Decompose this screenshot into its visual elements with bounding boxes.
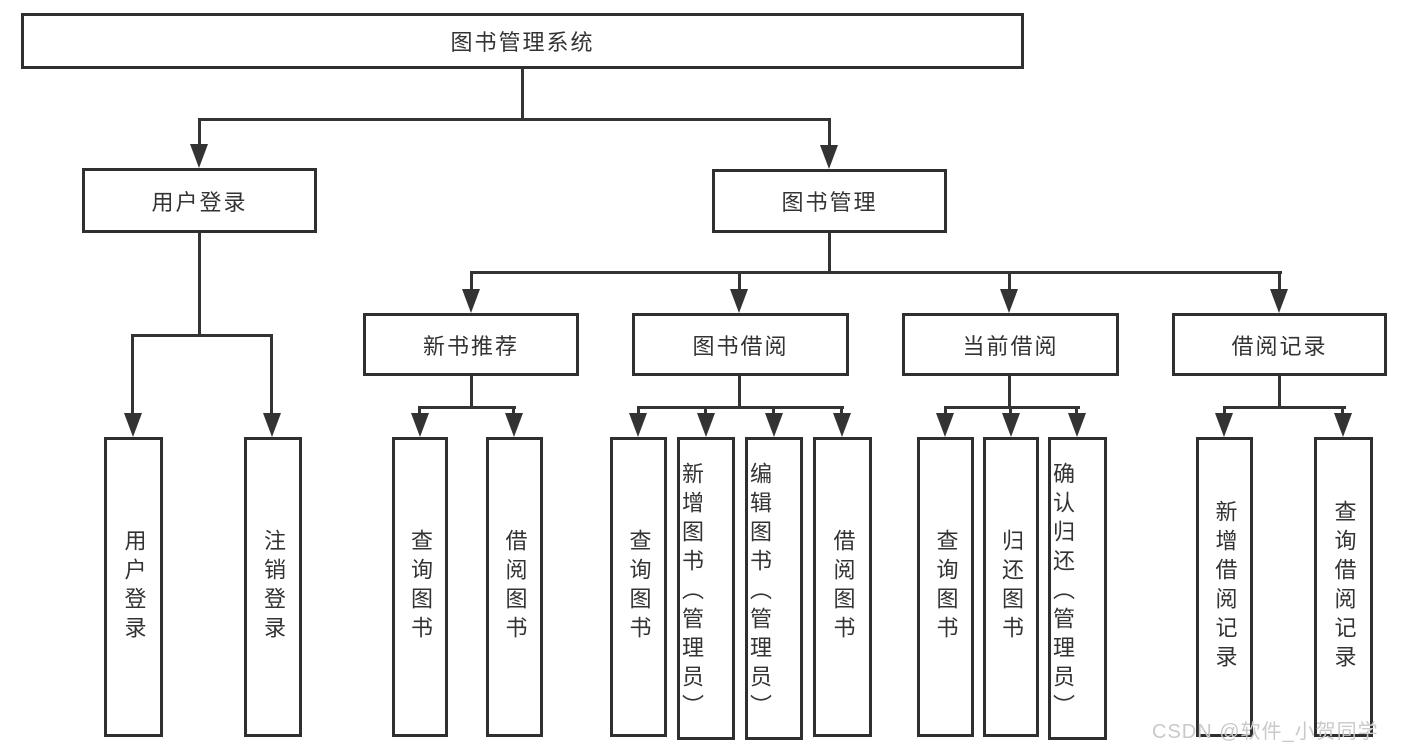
- leaf-edit-books-admin: 编辑图书（管理员）: [745, 437, 803, 740]
- connector-line: [198, 118, 831, 121]
- connector-line: [828, 233, 831, 274]
- leaf-logout: 注销登录: [244, 437, 302, 737]
- leaf-label: 查询借阅记录: [1331, 500, 1357, 674]
- leaf-confirm-return-admin: 确认归还（管理员）: [1048, 437, 1107, 740]
- connector-line: [418, 406, 421, 418]
- leaf-borrow-books: 借阅图书: [486, 437, 543, 737]
- connector-line: [1223, 406, 1226, 418]
- connector-line: [840, 406, 843, 418]
- connector-line: [512, 406, 515, 418]
- arrowhead-icon: [263, 413, 281, 437]
- connector-line: [637, 406, 640, 418]
- arrowhead-icon: [462, 289, 480, 313]
- connector-line: [1341, 406, 1344, 418]
- connector-line: [198, 233, 201, 337]
- leaf-label: 借阅图书: [830, 529, 856, 645]
- arrowhead-icon: [1000, 289, 1018, 313]
- node-label: 用户登录: [151, 189, 248, 215]
- arrowhead-icon: [1068, 413, 1086, 437]
- connector-line: [418, 406, 516, 409]
- leaf-user-login: 用户登录: [104, 437, 163, 737]
- arrowhead-icon: [505, 413, 523, 437]
- connector-line: [270, 334, 273, 416]
- leaf-label: 归还图书: [999, 529, 1024, 645]
- connector-line: [704, 406, 707, 418]
- leaf-add-borrow-record: 新增借阅记录: [1196, 437, 1253, 737]
- node-label: 图书管理: [781, 190, 878, 215]
- leaf-label: 注销登录: [261, 529, 286, 645]
- connector-line: [470, 376, 473, 409]
- arrowhead-icon: [124, 413, 142, 437]
- node-label: 图书借阅: [692, 333, 789, 359]
- connector-line: [1278, 376, 1281, 409]
- connector-line: [131, 334, 134, 416]
- connector-line: [470, 271, 1282, 274]
- leaf-label: 查询图书: [933, 529, 959, 645]
- node-label: 借阅记录: [1231, 333, 1328, 359]
- arrowhead-icon: [1215, 413, 1233, 437]
- leaf-label: 查询图书: [408, 529, 433, 645]
- connector-line: [470, 271, 473, 293]
- leaf-label: 确认归还（管理员）: [1050, 462, 1075, 723]
- connector-line: [1278, 271, 1281, 293]
- connector-line: [944, 406, 1080, 409]
- node-label: 当前借阅: [962, 333, 1059, 359]
- connector-line: [1008, 376, 1011, 409]
- leaf-label: 借阅图书: [502, 529, 528, 645]
- connector-line: [198, 118, 201, 150]
- node-label: 图书管理系统: [450, 30, 595, 55]
- connector-line: [131, 334, 273, 337]
- connector-line: [1075, 406, 1078, 418]
- node-library-management-system: 图书管理系统: [21, 13, 1024, 69]
- connector-line: [772, 406, 775, 418]
- leaf-label: 编辑图书（管理员）: [747, 462, 772, 723]
- arrowhead-icon: [411, 413, 429, 437]
- connector-line: [637, 406, 844, 409]
- leaf-query-books: 查询图书: [610, 437, 667, 737]
- arrowhead-icon: [190, 144, 208, 168]
- connector-line: [1223, 406, 1346, 409]
- node-user-login: 用户登录: [82, 168, 317, 233]
- connector-line: [1008, 271, 1011, 293]
- arrowhead-icon: [765, 413, 783, 437]
- leaf-query-books: 查询图书: [917, 437, 974, 737]
- leaf-label: 查询图书: [626, 529, 652, 645]
- node-new-book-recommendation: 新书推荐: [363, 313, 579, 376]
- arrowhead-icon: [833, 413, 851, 437]
- node-current-borrowing: 当前借阅: [902, 313, 1119, 376]
- leaf-label: 用户登录: [121, 529, 147, 645]
- leaf-query-books: 查询图书: [392, 437, 448, 737]
- csdn-watermark: CSDN @软件_小贺同学: [1152, 721, 1379, 743]
- leaf-return-books: 归还图书: [983, 437, 1039, 737]
- arrowhead-icon: [629, 413, 647, 437]
- node-borrowing-records: 借阅记录: [1172, 313, 1387, 376]
- leaf-borrow-books: 借阅图书: [813, 437, 872, 737]
- arrowhead-icon: [730, 289, 748, 313]
- arrowhead-icon: [697, 413, 715, 437]
- arrowhead-icon: [1270, 289, 1288, 313]
- connector-line: [738, 376, 741, 409]
- leaf-query-borrow-record: 查询借阅记录: [1314, 437, 1373, 737]
- connector-line: [828, 118, 831, 150]
- node-label: 新书推荐: [422, 333, 519, 359]
- leaf-label: 新增图书（管理员）: [679, 462, 704, 723]
- arrowhead-icon: [1334, 413, 1352, 437]
- arrowhead-icon: [820, 145, 838, 169]
- connector-line: [738, 271, 741, 293]
- node-book-borrowing: 图书借阅: [632, 313, 849, 376]
- node-book-management: 图书管理: [712, 169, 947, 233]
- connector-line: [521, 69, 524, 120]
- arrowhead-icon: [936, 413, 954, 437]
- connector-line: [1009, 406, 1012, 418]
- leaf-add-books-admin: 新增图书（管理员）: [677, 437, 735, 740]
- connector-line: [944, 406, 947, 418]
- arrowhead-icon: [1002, 413, 1020, 437]
- leaf-label: 新增借阅记录: [1212, 500, 1238, 674]
